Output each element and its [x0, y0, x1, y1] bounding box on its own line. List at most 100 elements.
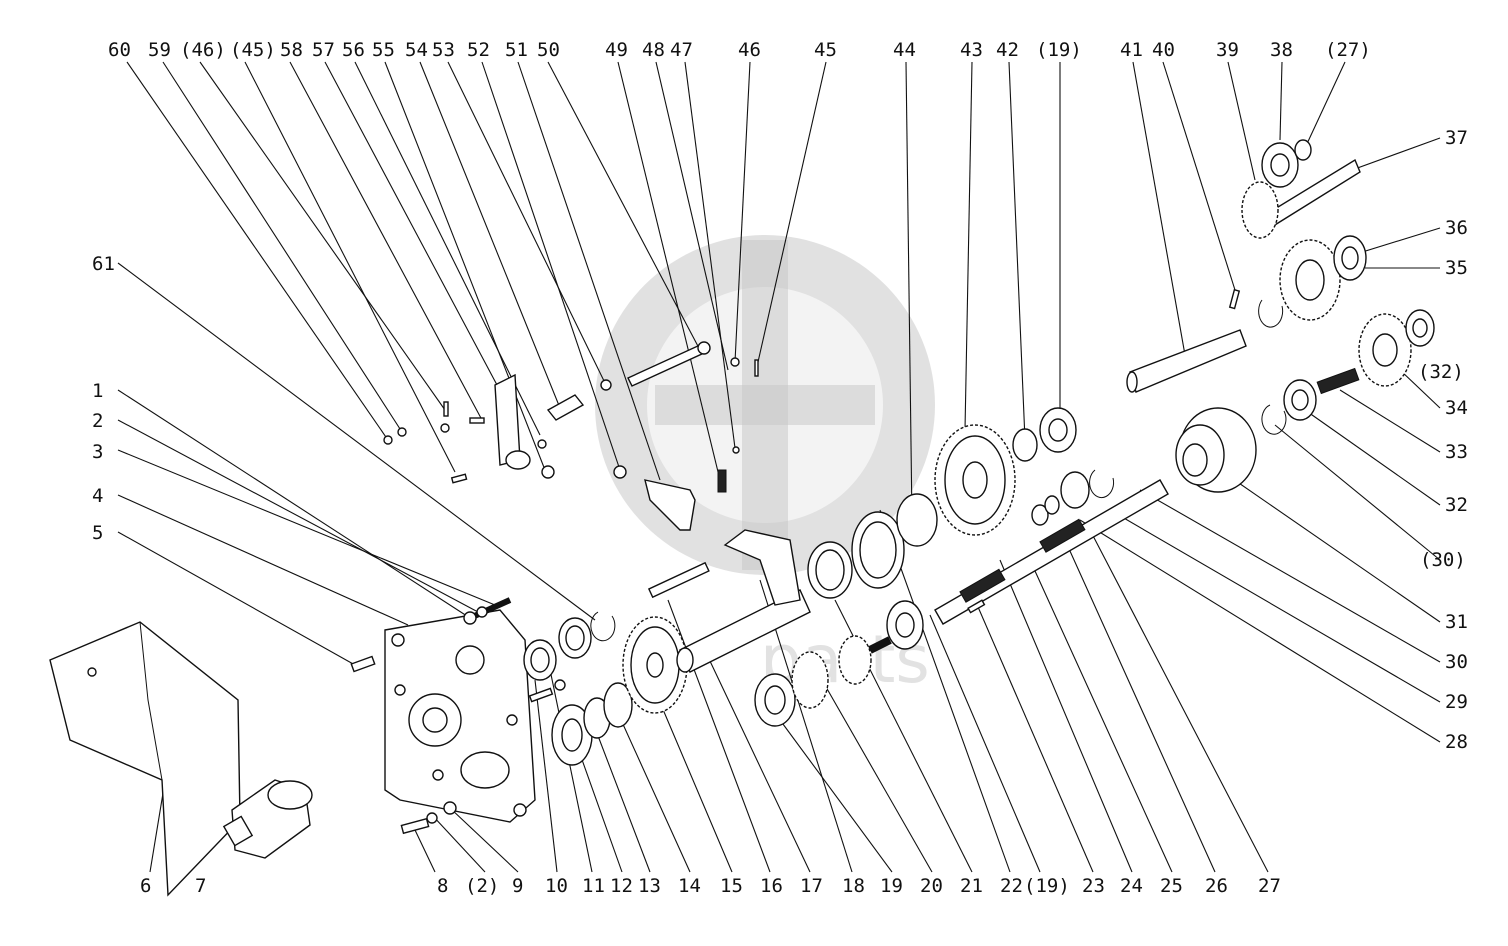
callout-label: 10 — [545, 875, 568, 897]
callout-label: 5 — [92, 522, 103, 544]
callout-label: 47 — [670, 39, 693, 61]
callout-label: (27) — [1325, 39, 1371, 61]
callout-label: 29 — [1445, 691, 1468, 713]
callout-label: 34 — [1445, 397, 1468, 419]
callout-label: 40 — [1152, 39, 1175, 61]
callout-label: 13 — [638, 875, 661, 897]
callout-label: 60 — [108, 39, 131, 61]
callout-label: 57 — [312, 39, 335, 61]
callout-label: 8 — [437, 875, 448, 897]
callout-label: 37 — [1445, 127, 1468, 149]
gear-20-part — [791, 651, 829, 709]
callout-label: 41 — [1120, 39, 1143, 61]
hub-14-part — [603, 682, 633, 728]
callout-label: (30) — [1420, 549, 1466, 571]
spline-33-part — [1316, 367, 1360, 395]
parts — [49, 139, 1435, 897]
dowel-pin-part — [350, 655, 376, 673]
callout-label: 21 — [960, 875, 983, 897]
callout-label: 26 — [1205, 875, 1228, 897]
callout-label: 49 — [605, 39, 628, 61]
callout-label: (2) — [465, 875, 499, 897]
callout-label: (19) — [1036, 39, 1082, 61]
callout-label: 43 — [960, 39, 983, 61]
callout-label: 2 — [92, 410, 103, 432]
callout-label: 30 — [1445, 651, 1468, 673]
callout-label: 24 — [1120, 875, 1143, 897]
gear-37-part — [1241, 181, 1279, 239]
callout-label: 20 — [920, 875, 943, 897]
callout-label: 12 — [610, 875, 633, 897]
gear-21-part — [838, 635, 872, 685]
ring-27-part — [1294, 139, 1312, 161]
callout-label: 51 — [505, 39, 528, 61]
callout-label: (32) — [1418, 361, 1464, 383]
callout-label: 56 — [342, 39, 365, 61]
callout-label: 1 — [92, 380, 103, 402]
bolt-8-part — [400, 801, 457, 835]
callout-label: 14 — [678, 875, 701, 897]
callout-label: 32 — [1445, 494, 1468, 516]
callout-label: 45 — [814, 39, 837, 61]
callout-label: 61 — [92, 253, 115, 275]
callout-label: 59 — [148, 39, 171, 61]
callout-label: 25 — [1160, 875, 1183, 897]
spring-part — [717, 469, 727, 493]
callout-label: 33 — [1445, 441, 1468, 463]
callout-labels: 60 59 (46) (45) 58 57 56 55 54 53 52 51 … — [92, 39, 1468, 897]
bearing-29-part — [1060, 471, 1090, 509]
callout-label: 46 — [738, 39, 761, 61]
shaft-16-part — [647, 561, 710, 599]
shift-fork-part — [723, 529, 801, 606]
housing-31-part — [1175, 407, 1257, 493]
callout-label: 44 — [893, 39, 916, 61]
callout-label: (46) — [180, 39, 226, 61]
lever-arm-part — [546, 394, 585, 421]
callout-label: 19 — [880, 875, 903, 897]
washer-42-part — [1012, 428, 1038, 462]
gear-15-part — [622, 616, 688, 714]
callout-label: 55 — [372, 39, 395, 61]
callout-label: 17 — [800, 875, 823, 897]
leader-lines — [117, 61, 1441, 873]
callout-label: (45) — [230, 39, 276, 61]
pin-40-part — [1228, 288, 1241, 310]
callout-label: 38 — [1270, 39, 1293, 61]
key-part — [967, 599, 986, 614]
callout-label: 35 — [1445, 257, 1468, 279]
cover-part — [49, 621, 241, 897]
callout-label: 27 — [1258, 875, 1281, 897]
countershaft-part — [934, 479, 1169, 625]
gear-43-part — [934, 424, 1016, 536]
bolt-part — [463, 597, 512, 625]
callout-label: 23 — [1082, 875, 1105, 897]
callout-label: 53 — [432, 39, 455, 61]
callout-label: 16 — [760, 875, 783, 897]
snap-ring-part — [590, 611, 616, 642]
main-shaft-part — [676, 589, 811, 673]
snap-ring-30-part — [1261, 404, 1287, 435]
ring-39-part — [1258, 299, 1284, 328]
housing-plate — [384, 609, 536, 823]
callout-label: (19) — [1024, 875, 1070, 897]
callout-label: 58 — [280, 39, 303, 61]
callout-label: 4 — [92, 485, 103, 507]
callout-label: 52 — [467, 39, 490, 61]
filter-part — [222, 779, 313, 859]
callout-label: 28 — [1445, 731, 1468, 753]
callout-label: 50 — [537, 39, 560, 61]
callout-label: 6 — [140, 875, 151, 897]
callout-label: 11 — [582, 875, 605, 897]
callout-label: 15 — [720, 875, 743, 897]
callout-label: 42 — [996, 39, 1019, 61]
callout-label: 31 — [1445, 611, 1468, 633]
callout-label: 48 — [642, 39, 665, 61]
callout-label: 7 — [195, 875, 206, 897]
callout-label: 3 — [92, 441, 103, 463]
callout-label: 22 — [1000, 875, 1023, 897]
callout-label: 54 — [405, 39, 428, 61]
idler-shaft-part — [1129, 329, 1247, 393]
fork-lever-part — [644, 479, 696, 531]
callout-label: 18 — [842, 875, 865, 897]
